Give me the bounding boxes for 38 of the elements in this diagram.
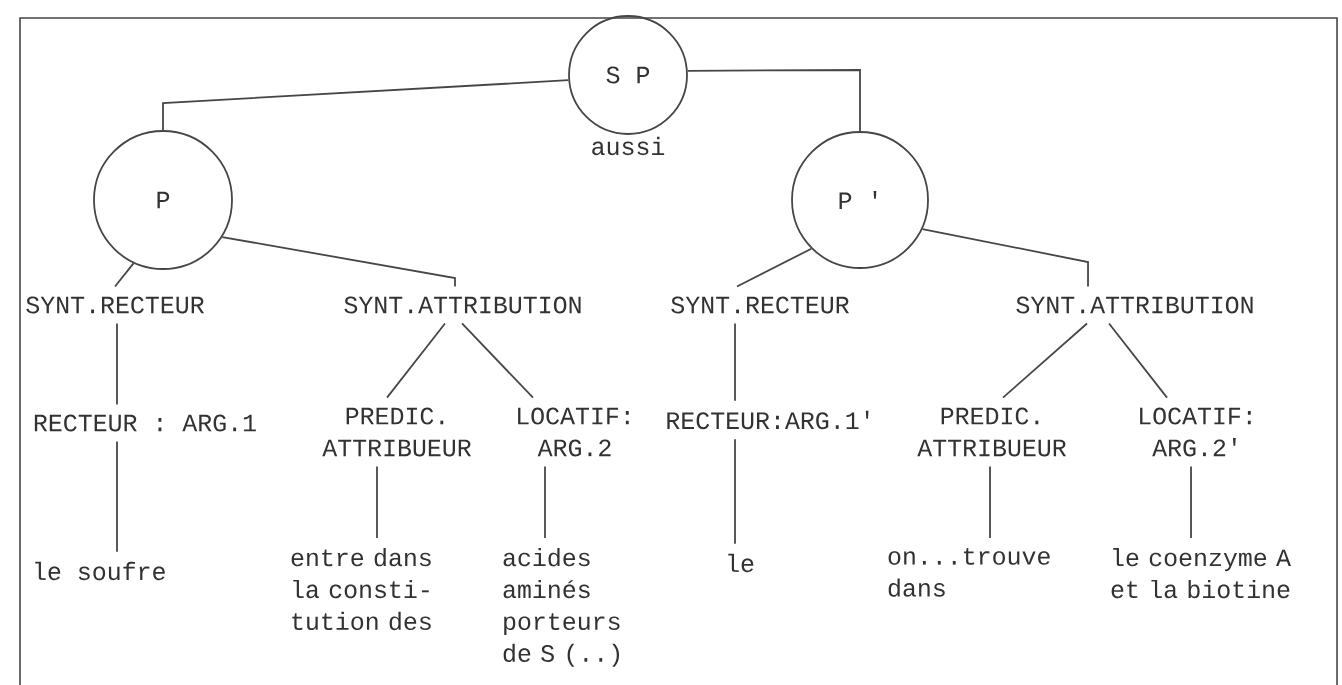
node-text: SYNT.ATTRIBUTION (1016, 296, 1253, 314)
circle-node: S P (568, 15, 688, 135)
node-text: SYNT.ATTRIBUTION (344, 296, 581, 314)
connector-line (544, 465, 546, 539)
connector-line (1108, 322, 1168, 399)
circle-node: P ' (791, 131, 929, 269)
connector-line (734, 322, 736, 402)
node-text: SYNT.RECTEUR (26, 296, 204, 314)
node-text: entre dans la consti- tution des (291, 548, 431, 631)
circle-node: P (93, 130, 233, 270)
node-text: LOCATIF: ARG.2' (1140, 407, 1251, 457)
node-text: RECTEUR:ARG.1' (667, 410, 869, 430)
connector-line (734, 438, 736, 545)
node-text: SYNT.RECTEUR (671, 296, 850, 314)
connector-line (921, 228, 1089, 288)
connector-line (162, 79, 570, 131)
connector-line (116, 322, 118, 406)
node-text: on...trouve dans (888, 548, 1050, 597)
connector-line (461, 322, 534, 399)
node-text: le coenzyme A et la biotine (1111, 548, 1291, 599)
connector-line (736, 247, 813, 288)
connector-line (376, 465, 378, 539)
connector-line (989, 465, 991, 539)
connector-line (686, 69, 861, 132)
connector-line (1002, 322, 1088, 399)
node-text: RECTEUR : ARG.1 (34, 414, 256, 432)
connector-line (221, 236, 456, 288)
connector-line (114, 262, 135, 288)
node-text: PREDIC. ATTRIBUEUR (917, 407, 1067, 457)
node-caption: aussi (592, 136, 665, 156)
node-text: PREDIC. ATTRIBUEUR (322, 407, 472, 457)
connector-line (386, 322, 446, 399)
node-text: LOCATIF: ARG.2 (518, 407, 629, 457)
node-text: le soufre (35, 561, 165, 581)
connector-line (1190, 465, 1192, 539)
node-text: acides aminés porteurs de S (..) (503, 548, 620, 667)
connector-line (116, 440, 118, 553)
node-text: le (728, 553, 754, 573)
